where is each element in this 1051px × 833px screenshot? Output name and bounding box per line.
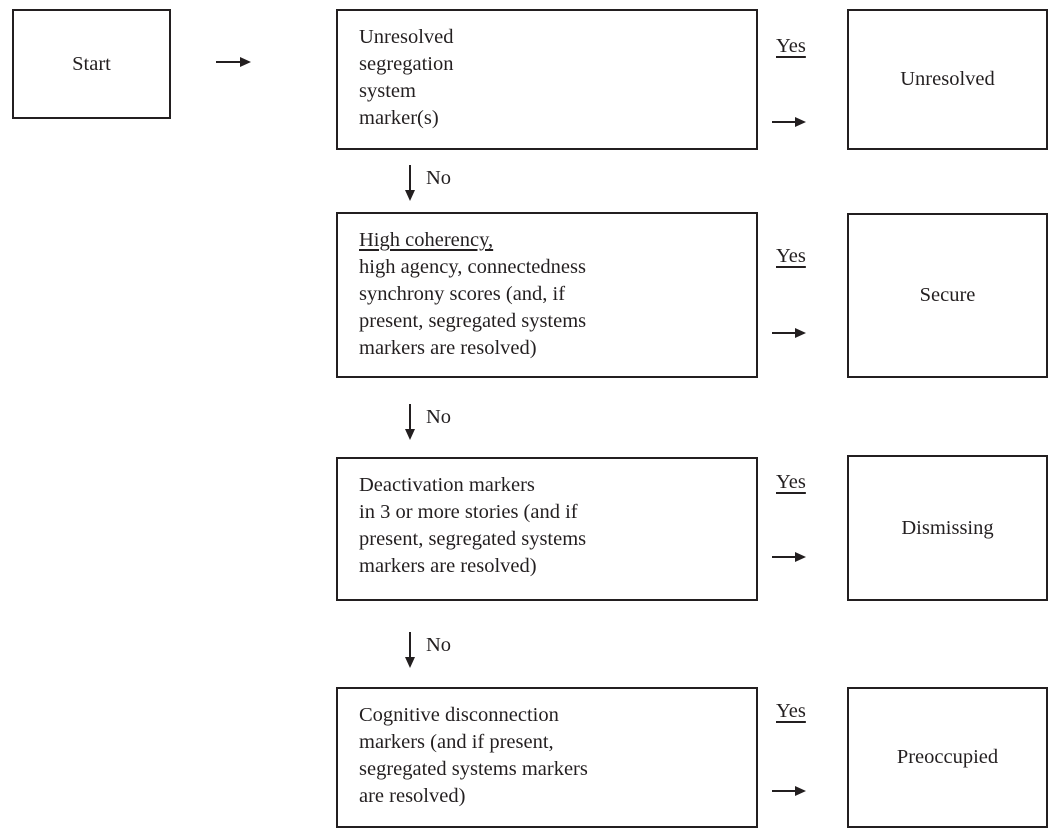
condition-line: markers are resolved) bbox=[359, 337, 537, 359]
yes-arrow-row3 bbox=[772, 552, 806, 561]
result-label-unresolved: Unresolved bbox=[900, 68, 995, 90]
condition-line: High coherency, bbox=[359, 229, 494, 251]
no-label-row2: No bbox=[426, 406, 452, 428]
start-to-condition-arrow bbox=[216, 57, 251, 66]
result-label-dismissing: Dismissing bbox=[901, 516, 994, 539]
result-label-preoccupied: Preoccupied bbox=[896, 746, 999, 768]
yes-arrow-row4 bbox=[772, 786, 806, 795]
no-arrow-row2 bbox=[405, 404, 414, 440]
yes-arrow-row2 bbox=[772, 328, 806, 337]
condition-line: system bbox=[359, 80, 416, 102]
condition-line: synchrony scores (and, if bbox=[359, 283, 566, 305]
condition-box-high-coherency: High coherency, high agency, connectedne… bbox=[336, 212, 758, 378]
yes-label-row3: Yes bbox=[776, 471, 806, 493]
no-label-row3: No bbox=[426, 634, 452, 656]
condition-line: segregated systems markers bbox=[359, 758, 588, 780]
condition-line: present, segregated systems bbox=[359, 310, 587, 332]
start-label: Start bbox=[72, 52, 111, 75]
condition-box-unresolved-markers: Unresolved segregation system marker(s) bbox=[336, 9, 758, 150]
result-box-secure: Secure bbox=[847, 213, 1048, 378]
condition-box-deactivation-markers: Deactivation markers in 3 or more storie… bbox=[336, 457, 758, 601]
start-box: Start bbox=[12, 9, 171, 119]
condition-line: present, segregated systems bbox=[359, 528, 587, 550]
condition-line: Unresolved bbox=[359, 26, 454, 48]
yes-label-row4: Yes bbox=[776, 700, 806, 722]
condition-line: high agency, connectedness bbox=[359, 256, 586, 278]
yes-label-row1: Yes bbox=[776, 35, 806, 57]
result-box-dismissing: Dismissing bbox=[847, 455, 1048, 601]
yes-label-row2: Yes bbox=[776, 245, 806, 267]
condition-line: in 3 or more stories (and if bbox=[359, 501, 578, 523]
result-label-secure: Secure bbox=[919, 284, 976, 306]
condition-line: markers are resolved) bbox=[359, 555, 537, 577]
condition-line: Deactivation markers bbox=[359, 474, 535, 496]
condition-line: markers (and if present, bbox=[359, 731, 554, 753]
condition-line: segregation bbox=[359, 53, 454, 75]
yes-arrow-row1 bbox=[772, 117, 806, 126]
no-label-row1: No bbox=[426, 167, 452, 189]
condition-box-cognitive-disconnection: Cognitive disconnection markers (and if … bbox=[336, 687, 758, 828]
condition-line: are resolved) bbox=[359, 785, 466, 807]
condition-line: marker(s) bbox=[359, 107, 439, 129]
result-box-unresolved: Unresolved bbox=[847, 9, 1048, 150]
condition-line: Cognitive disconnection bbox=[359, 704, 559, 726]
no-arrow-row3 bbox=[405, 632, 414, 668]
result-box-preoccupied: Preoccupied bbox=[847, 687, 1048, 828]
no-arrow-row1 bbox=[405, 165, 414, 201]
